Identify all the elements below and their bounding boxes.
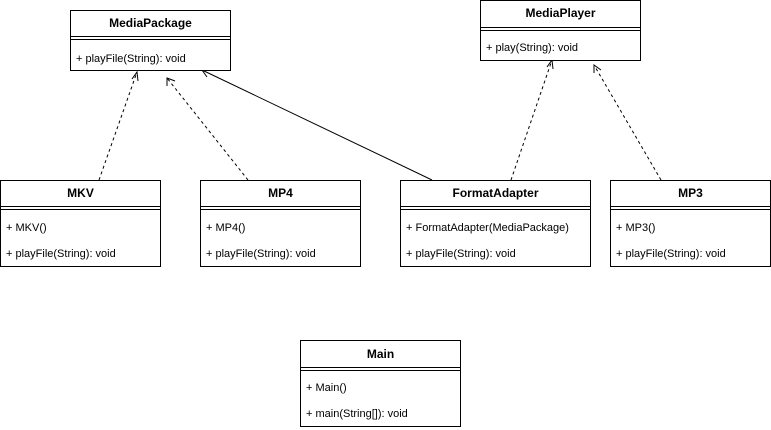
class-mp3-name: MP3 bbox=[678, 186, 703, 200]
class-mp4-constructor: + MP4() bbox=[206, 222, 245, 234]
class-main-name: Main bbox=[367, 347, 394, 361]
class-formatadapter-method-playfile: + playFile(String): void bbox=[406, 248, 516, 260]
class-main-constructor: + Main() bbox=[306, 382, 347, 394]
class-formatadapter-constructor: + FormatAdapter(MediaPackage) bbox=[406, 222, 569, 234]
class-mediapackage-method-playfile: + playFile(String): void bbox=[76, 53, 186, 65]
relation-mp4-to-mediapackage bbox=[166, 77, 249, 181]
relation-mp3-to-mediaplayer bbox=[593, 64, 662, 181]
class-main[interactable]: Main + Main() + main(String[]): void bbox=[300, 340, 461, 427]
relation-mkv-to-mediapackage bbox=[98, 70, 139, 181]
class-mediaplayer[interactable]: MediaPlayer + play(String): void bbox=[480, 0, 641, 61]
class-mp3-method-playfile: + playFile(String): void bbox=[616, 248, 726, 260]
relation-formatadapter-to-mediaplayer bbox=[510, 58, 554, 181]
class-formatadapter[interactable]: FormatAdapter + FormatAdapter(MediaPacka… bbox=[400, 180, 591, 267]
class-formatadapter-name: FormatAdapter bbox=[452, 186, 538, 200]
class-mkv-name: MKV bbox=[67, 186, 94, 200]
class-mp3-constructor: + MP3() bbox=[616, 222, 655, 234]
class-mp4[interactable]: MP4 + MP4() + playFile(String): void bbox=[200, 180, 361, 267]
class-mp3[interactable]: MP3 + MP3() + playFile(String): void bbox=[610, 180, 771, 267]
class-mp4-name: MP4 bbox=[268, 186, 293, 200]
class-mediaplayer-method-play: + play(String): void bbox=[486, 42, 578, 54]
relation-formatadapter-to-mediapackage bbox=[201, 69, 433, 181]
class-mkv[interactable]: MKV + MKV() + playFile(String): void bbox=[0, 180, 161, 267]
class-mkv-constructor: + MKV() bbox=[6, 222, 47, 234]
class-mediapackage[interactable]: MediaPackage + playFile(String): void bbox=[70, 10, 231, 71]
class-mp4-method-playfile: + playFile(String): void bbox=[206, 248, 316, 260]
class-mediaplayer-name: MediaPlayer bbox=[525, 6, 595, 20]
class-mkv-method-playfile: + playFile(String): void bbox=[6, 248, 116, 260]
class-mediapackage-name: MediaPackage bbox=[109, 16, 192, 30]
class-main-method-main: + main(String[]): void bbox=[306, 408, 408, 420]
